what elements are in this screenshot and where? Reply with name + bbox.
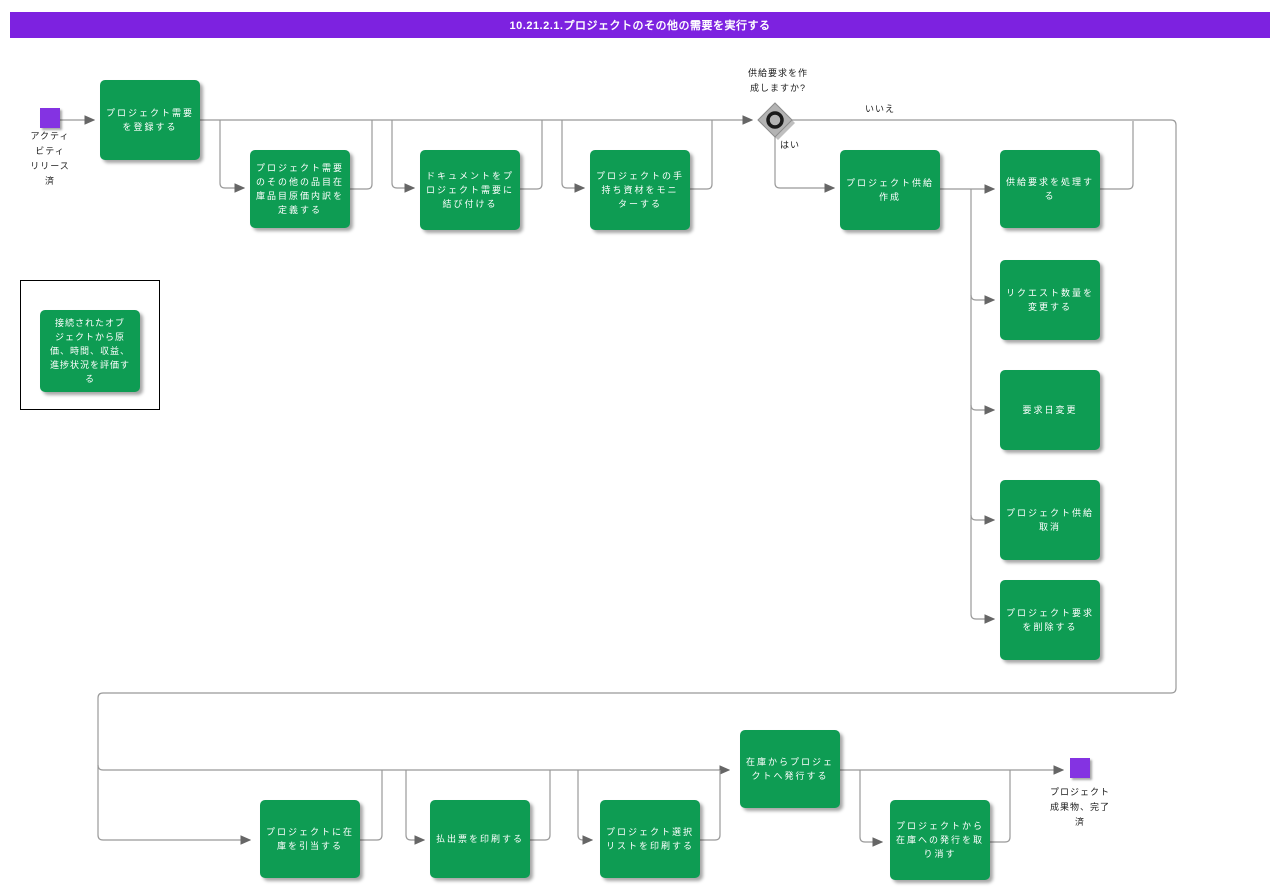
- end-event-label: プロジェクト 成果物、完了 済: [1049, 787, 1110, 827]
- decision-question-label: 供給要求を作 成しますか?: [747, 68, 808, 93]
- node-cancel-issue[interactable]: プロジェクトから 在庫への発行を取 り消す: [890, 800, 990, 880]
- node-process-supply-request[interactable]: 供給要求を処理す る: [1000, 150, 1100, 228]
- evaluation-frame: [20, 280, 160, 410]
- diagram-title-bar: 10.21.2.1.プロジェクトのその他の需要を実行する: [10, 12, 1270, 38]
- node-monitor-materials[interactable]: プロジェクトの手 持ち資材をモニ ターする: [590, 150, 690, 230]
- node-cancel-supply[interactable]: プロジェクト供給 取消: [1000, 480, 1100, 560]
- decision-gateway[interactable]: [757, 102, 795, 140]
- node-print-pick-list[interactable]: プロジェクト選択 リストを印刷する: [600, 800, 700, 878]
- node-allocate-inventory[interactable]: プロジェクトに在 庫を引当する: [260, 800, 360, 878]
- node-change-request-date[interactable]: 要求日変更: [1000, 370, 1100, 450]
- start-event-label: アクティ ビティ リリース 済: [30, 131, 70, 186]
- start-event-square[interactable]: [40, 108, 60, 128]
- node-create-supply[interactable]: プロジェクト供給 作成: [840, 150, 940, 230]
- node-delete-request[interactable]: プロジェクト要求 を削除する: [1000, 580, 1100, 660]
- diagram-title: 10.21.2.1.プロジェクトのその他の需要を実行する: [509, 20, 771, 32]
- node-define-cost-breakdown[interactable]: プロジェクト需要 のその他の品目在 庫品目原価内訳を 定義する: [250, 150, 350, 228]
- end-event-square[interactable]: [1070, 758, 1090, 778]
- node-evaluate-objects[interactable]: 接続されたオブ ジェクトから原 価、時間、収益、 進捗状況を評価す る: [40, 310, 140, 392]
- node-register-demand[interactable]: プロジェクト需要 を登録する: [100, 80, 200, 160]
- gateway-circle-icon: [766, 111, 784, 129]
- node-attach-documents[interactable]: ドキュメントをプ ロジェクト需要に 結び付ける: [420, 150, 520, 230]
- node-print-slip[interactable]: 払出票を印刷する: [430, 800, 530, 878]
- node-issue-to-project[interactable]: 在庫からプロジェ クトへ発行する: [740, 730, 840, 808]
- decision-yes-label: はい: [779, 140, 800, 150]
- decision-no-label: いいえ: [864, 104, 895, 114]
- node-change-request-qty[interactable]: リクエスト数量を 変更する: [1000, 260, 1100, 340]
